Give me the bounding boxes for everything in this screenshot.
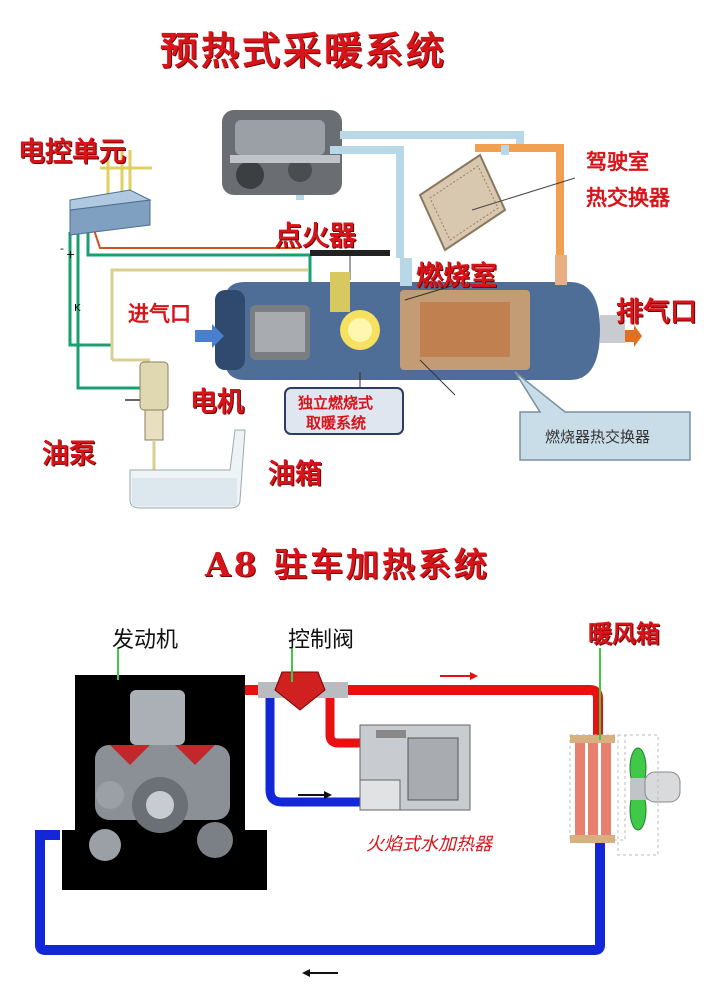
label-heater-box: 暖风箱	[588, 614, 660, 649]
label-motor: 电机	[190, 380, 244, 419]
engine-block	[62, 675, 267, 890]
label-cab-heat-exchanger-1: 驾驶室	[586, 146, 649, 176]
label-control-valve: 控制阀	[288, 622, 354, 654]
fuel-pump	[125, 362, 168, 488]
flame-water-heater	[360, 725, 470, 810]
engine-illustration-top	[222, 110, 342, 195]
fuel-tank	[130, 430, 245, 508]
label-igniter: 点火器	[275, 214, 356, 253]
label-wire-minus: -	[60, 242, 64, 255]
label-fuel-pump: 油泵	[42, 432, 96, 471]
label-fuel-tank: 油箱	[268, 452, 322, 491]
flow-arrows	[298, 672, 478, 977]
preheat-system-diagram	[0, 0, 720, 540]
label-wire-plus: +	[66, 248, 75, 261]
label-cab-heat-exchanger-2: 热交换器	[586, 182, 670, 212]
control-unit-box	[70, 190, 150, 235]
label-wire-k: K	[74, 303, 81, 314]
heater-box	[570, 735, 625, 843]
label-exhaust: 排气口	[616, 290, 697, 329]
label-burner-heat-exchanger: 燃烧器热交换器	[545, 426, 650, 447]
label-air-inlet: 进气口	[128, 298, 191, 328]
cab-heat-exchanger	[420, 155, 505, 250]
label-control-unit: 电控单元	[18, 130, 126, 169]
blower-fan	[618, 735, 680, 855]
label-engine: 发动机	[112, 622, 178, 654]
a8-parking-heater-diagram	[0, 540, 720, 999]
label-flame-water-heater: 火焰式水加热器	[366, 830, 492, 856]
label-independent-system-2: 取暖系统	[306, 412, 366, 433]
label-independent-system-1: 独立燃烧式	[298, 392, 373, 413]
label-combustion-chamber: 燃烧室	[416, 254, 497, 293]
